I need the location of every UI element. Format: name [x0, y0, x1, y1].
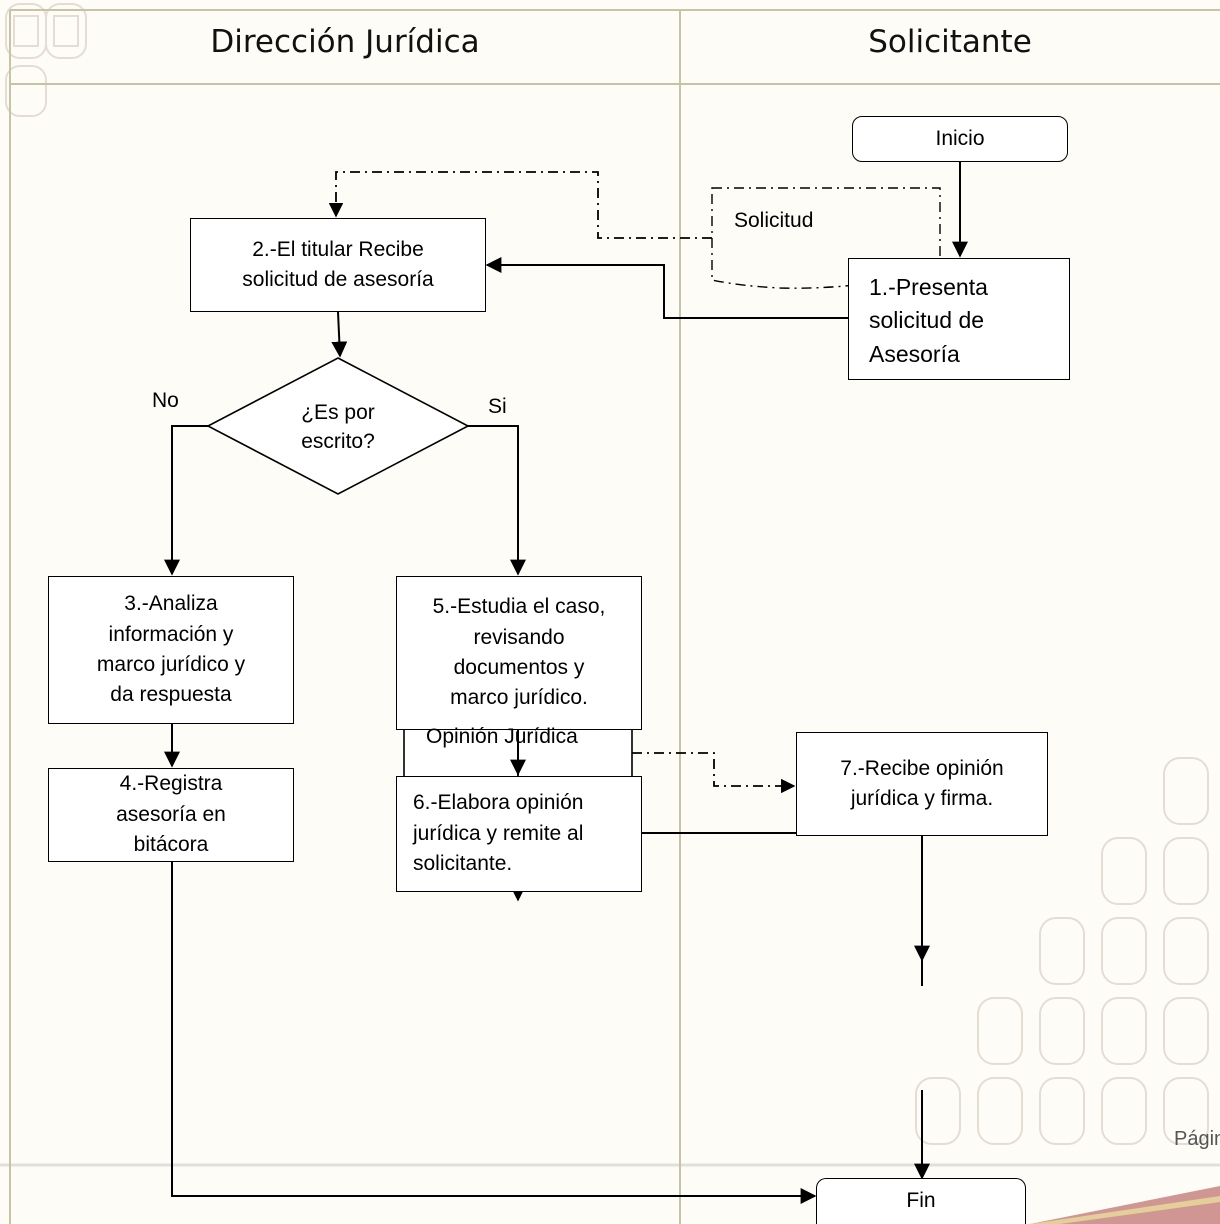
- footer-ribbon: [1030, 1186, 1220, 1224]
- step7-recibe-opinion[interactable]: 7.-Recibe opinión jurídica y firma.: [796, 732, 1048, 836]
- step3-analiza-informacion[interactable]: 3.-Analiza información y marco jurídico …: [48, 576, 294, 724]
- step5-estudia-caso[interactable]: 5.-Estudia el caso, revisando documentos…: [396, 576, 642, 730]
- start-node[interactable]: Inicio: [852, 116, 1068, 162]
- solicitud-document-label: Solicitud: [734, 209, 814, 232]
- arrow-step1-to-step2: [485, 257, 848, 319]
- step1-presenta-solicitud[interactable]: 1.-Presenta solicitud de Asesoría: [848, 258, 1070, 380]
- branch-label-no: No: [152, 389, 179, 412]
- page-label: Página: [1174, 1128, 1220, 1150]
- end-node[interactable]: Fin: [816, 1178, 1026, 1224]
- arrow-no-to-step3: [164, 425, 208, 576]
- step2-recibe-solicitud[interactable]: 2.-El titular Recibe solicitud de asesor…: [190, 218, 486, 312]
- crest-tiling-watermark: [915, 757, 1209, 1145]
- decision-label: ¿Es por escrito?: [301, 401, 375, 454]
- opinion-document-label: Opinión Jurídica: [426, 725, 578, 748]
- arrow-si-to-step5: [468, 425, 526, 576]
- lane-title-solicitante: Solicitante: [868, 24, 1032, 60]
- decision-diamond[interactable]: [206, 357, 470, 495]
- branch-label-si: Si: [488, 395, 507, 418]
- step6-elabora-opinion[interactable]: 6.-Elabora opinión jurídica y remite al …: [396, 776, 642, 892]
- step4-registra-asesoria[interactable]: 4.-Registra asesoría en bitácora: [48, 768, 294, 862]
- arrow-step4-to-fin: [171, 860, 817, 1204]
- crest-watermark-icon: [5, 3, 87, 117]
- swimlane-frame: [9, 9, 1220, 1224]
- arrow-step2-to-decision: [331, 311, 348, 358]
- lane-title-direccion-juridica: Dirección Jurídica: [210, 24, 480, 60]
- arrow-opinion-to-step7: [632, 752, 796, 794]
- arrow-step6-to-step7-path: [642, 832, 923, 986]
- arrow-solicitud-to-step2: [328, 171, 712, 239]
